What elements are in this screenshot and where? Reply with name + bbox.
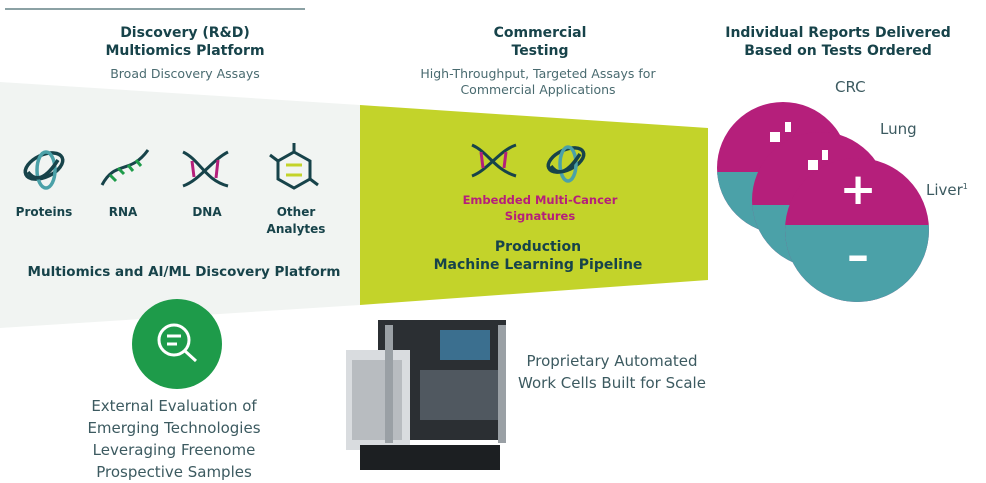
evaluation-line1: External Evaluation of — [91, 397, 257, 415]
signatures-label-line1: Embedded Multi-Cancer — [462, 193, 618, 207]
dna-icon — [182, 150, 229, 188]
report-label-liver: Liver1 — [926, 176, 976, 201]
commercial-title-line2: Testing — [511, 43, 569, 59]
signatures-label-line2: Signatures — [504, 209, 576, 223]
signatures-label: Embedded Multi-Cancer Signatures — [440, 192, 640, 224]
evaluation-line3: Leveraging Freenome — [92, 441, 256, 459]
positive-result-icon: + — [839, 164, 877, 215]
evaluation-line4: Prospective Samples — [96, 463, 252, 481]
commercial-subtitle-line2: Commercial Applications — [460, 82, 616, 97]
reports-title-line2: Based on Tests Ordered — [744, 43, 932, 59]
plus-fragment-icon — [785, 122, 791, 132]
reports-title-line1: Individual Reports Delivered — [725, 25, 951, 41]
discovery-band — [0, 82, 360, 328]
reports-title: Individual Reports Delivered Based on Te… — [720, 24, 956, 60]
discovery-title-line1: Discovery (R&D) — [120, 25, 250, 41]
workcell-label-line2: Work Cells Built for Scale — [518, 374, 706, 392]
evaluation-line2: Emerging Technologies — [87, 419, 261, 437]
plus-fragment-icon — [808, 160, 818, 170]
analyte-label-rna: RNA — [108, 205, 138, 219]
rna-icon — [100, 149, 150, 186]
commercial-title: Commercial Testing — [430, 24, 650, 60]
report-label-lung: Lung — [880, 120, 917, 138]
molecule-icon — [269, 143, 319, 190]
commercial-band — [360, 105, 708, 305]
workcell-label-line1: Proprietary Automated — [526, 352, 698, 370]
analyte-label-proteins: Proteins — [15, 205, 73, 219]
pipeline-label: Production Machine Learning Pipeline — [420, 238, 656, 274]
report-label-crc: CRC — [835, 78, 866, 96]
magnifier-icon — [157, 323, 198, 363]
report-label-liver-text: Liver — [926, 181, 963, 199]
pipeline-label-line1: Production — [494, 239, 582, 255]
pipeline-label-line2: Machine Learning Pipeline — [433, 257, 643, 273]
analyte-label-other: Other Analytes — [256, 204, 336, 238]
evaluation-label: External Evaluation of Emerging Technolo… — [64, 395, 284, 483]
analyte-label-other-line2: Analytes — [266, 222, 326, 236]
footnote-marker: 1 — [962, 182, 968, 191]
protein-icon — [546, 145, 586, 183]
discovery-title: Discovery (R&D) Multiomics Platform — [80, 24, 290, 60]
negative-result-icon: – — [847, 230, 869, 281]
protein-icon — [23, 150, 65, 190]
platform-label: Multiomics and AI/ML Discovery Platform — [27, 264, 341, 280]
discovery-title-line2: Multiomics Platform — [105, 43, 265, 59]
discovery-subtitle: Broad Discovery Assays — [110, 66, 260, 81]
commercial-subtitle-line1: High-Throughput, Targeted Assays for — [420, 66, 656, 81]
commercial-subtitle: High-Throughput, Targeted Assays for Com… — [400, 66, 676, 98]
plus-fragment-icon — [822, 150, 828, 160]
dna-icon — [471, 143, 517, 178]
workcell-label: Proprietary Automated Work Cells Built f… — [512, 350, 712, 394]
analyte-label-dna: DNA — [192, 205, 222, 219]
analyte-label-other-line1: Other — [276, 205, 316, 219]
commercial-title-line1: Commercial — [493, 25, 587, 41]
work-cell-illustration — [346, 320, 506, 470]
plus-fragment-icon — [770, 132, 780, 142]
